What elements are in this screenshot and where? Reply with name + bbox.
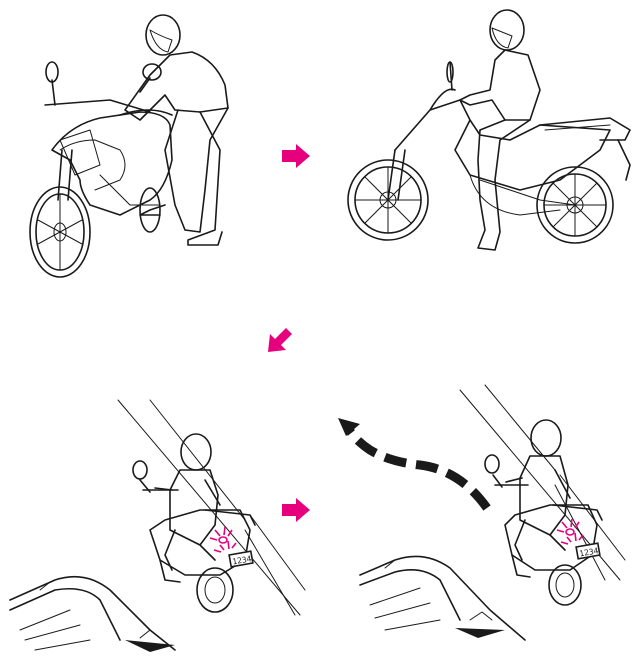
panel-1-helmet — [146, 15, 180, 55]
panel-3-rear-view: 1234 — [10, 400, 305, 652]
arrow-down-left-icon — [268, 328, 292, 352]
curved-dashed-arrow-icon — [338, 418, 487, 508]
panel-3-motorcycle: 1234 — [133, 461, 255, 612]
panel-1-front-wheel — [30, 187, 90, 277]
panel-1-rider-standing — [30, 15, 228, 277]
panel-3-rider — [155, 434, 220, 570]
panel-4-rider — [506, 420, 570, 560]
panel-1-handlebar — [45, 100, 150, 112]
panel-4-plate-text: 1234 — [579, 546, 600, 558]
panel-4-helmet — [531, 420, 561, 456]
panel-4-pulling-away: 1234 — [338, 385, 625, 640]
panel-2-helmet — [490, 10, 524, 50]
panel-3-plate-text: 1234 — [232, 554, 253, 566]
arrow-right-icon — [282, 144, 310, 168]
panel-4-motorcycle: 1234 — [485, 455, 602, 605]
panel-4-car — [360, 556, 525, 640]
panel-2-motorcycle-body — [395, 100, 610, 190]
arrow-right-icon — [282, 498, 310, 522]
panel-3-helmet — [181, 434, 211, 470]
panel-3-brake-light-flash-icon — [210, 527, 236, 552]
panel-3-car — [10, 577, 175, 652]
panel-2-rider-seated — [348, 10, 630, 250]
